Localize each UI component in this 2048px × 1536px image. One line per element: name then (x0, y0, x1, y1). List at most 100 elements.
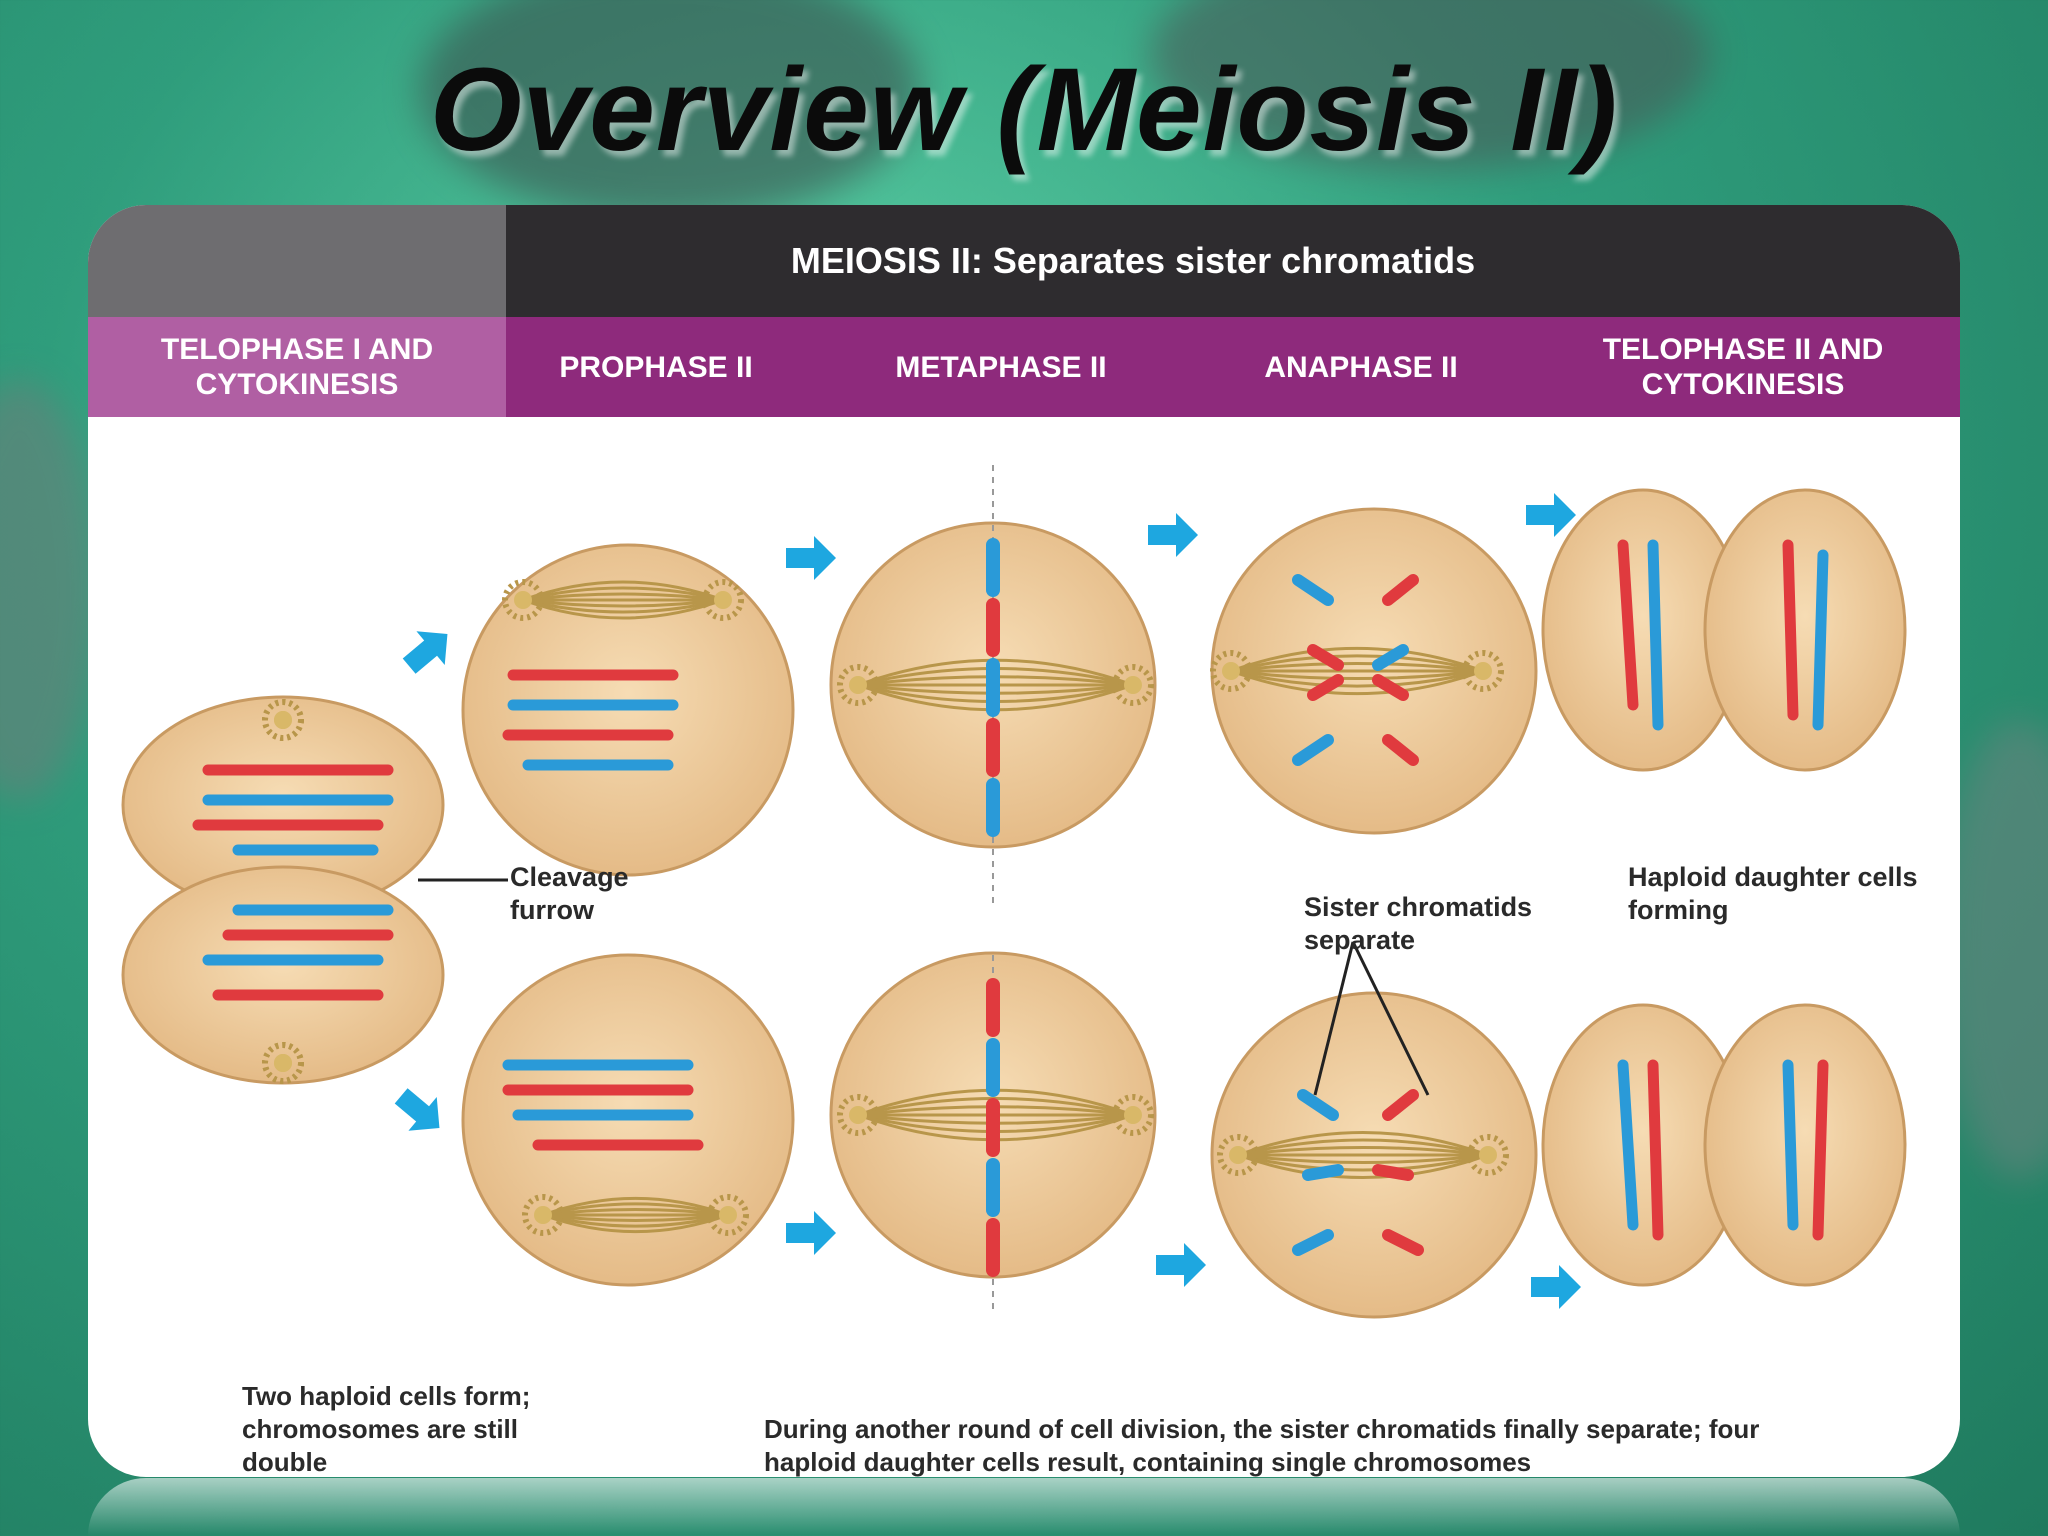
chromosome (1647, 1059, 1664, 1241)
chromosome (1647, 539, 1664, 731)
chromosome (1382, 1229, 1424, 1256)
centrosome (262, 1042, 304, 1084)
centrosome (262, 699, 304, 741)
spindle-fiber (542, 1202, 729, 1217)
arrow-icon (1148, 513, 1198, 557)
background-blob (420, 0, 920, 220)
haploid-forming-label: Haploid daughter cells forming (1628, 862, 1918, 925)
spindle-fiber (542, 1213, 729, 1228)
chromosome (1292, 1229, 1334, 1256)
chromosome (1382, 1089, 1419, 1121)
spindle-fiber (542, 1196, 729, 1217)
cell-body (1703, 1003, 1907, 1287)
spindle-fiber (542, 1213, 729, 1223)
centriole (849, 1106, 867, 1124)
spindle-fiber (1237, 1131, 1489, 1157)
spindle-fiber (522, 580, 724, 602)
centriole (274, 1054, 292, 1072)
sister-chromatids-pointer-right (1351, 941, 1430, 1096)
centrosome (837, 664, 879, 706)
spindle-fiber (522, 592, 724, 602)
telophase2-top-right-cell (1703, 488, 1907, 772)
sister-chromatids-label: Sister chromatids separate (1304, 892, 1533, 955)
centrosome (1210, 650, 1252, 692)
chromosome (1307, 674, 1344, 701)
centrosome (522, 1194, 564, 1236)
chromosome (1297, 1089, 1339, 1121)
spindle-fiber (542, 1213, 729, 1234)
metaphase2-top-cell (829, 465, 1157, 905)
bottom-caption: During another round of cell division, t… (764, 1414, 1760, 1477)
card-reflection (88, 1478, 1960, 1536)
slide-title: Overview (Meiosis II) (429, 44, 1619, 176)
centriole (849, 676, 867, 694)
phase-anaphase-2: ANAPHASE II (1196, 317, 1526, 417)
prophase2-top-cell (461, 543, 795, 877)
chromosome (1292, 734, 1334, 766)
label-pointers (418, 878, 1430, 1096)
phase-prophase-2: PROPHASE II (506, 317, 806, 417)
arrow-icon (394, 1088, 440, 1131)
centrosome (1462, 650, 1504, 692)
spindle-fiber (1230, 669, 1484, 681)
spindle-fiber (1230, 669, 1484, 696)
centriole (1124, 676, 1142, 694)
background-blob (0, 380, 100, 800)
spindle-fiber (1237, 1138, 1489, 1157)
centrosome (837, 1094, 879, 1136)
meiosis-header: MEIOSIS II: Separates sister chromatids (506, 205, 1960, 317)
centrosome (502, 579, 544, 621)
centrosome (1112, 664, 1154, 706)
anaphase2-top-cell (1210, 507, 1538, 835)
chromosome (1812, 1059, 1829, 1241)
arrow-icon (786, 1211, 836, 1255)
arrow-icon (1526, 493, 1576, 537)
chromosome (1617, 1059, 1639, 1231)
spindle-fiber (1230, 661, 1484, 673)
spindle-fiber (522, 586, 724, 602)
chromosome (1382, 574, 1419, 606)
chromosome (1302, 1164, 1344, 1181)
header-left-block (88, 205, 506, 317)
spindle-fiber (1237, 1153, 1489, 1164)
cell-body (1703, 488, 1907, 772)
cleavage-furrow-label: Cleavage furrow (510, 862, 629, 925)
spindle-fiber (522, 598, 724, 608)
chromosome (1617, 539, 1639, 711)
chromosome (1812, 549, 1829, 731)
centrosome (1217, 1134, 1259, 1176)
telophase2-top-left-cell (1541, 488, 1745, 772)
meiosis-figure: MEIOSIS II: Separates sister chromatids … (88, 205, 1960, 1477)
centriole (714, 591, 732, 609)
spindle-fiber (1237, 1146, 1489, 1157)
centriole (274, 711, 292, 729)
centriole (1222, 662, 1240, 680)
chromosome (1382, 734, 1419, 766)
centriole (514, 591, 532, 609)
spindle-fiber (522, 598, 724, 614)
centriole (1229, 1146, 1247, 1164)
centrosome (702, 579, 744, 621)
chromosome (1372, 674, 1409, 701)
metaphase2-bottom-cell (829, 951, 1157, 1315)
centrosome (1467, 1134, 1509, 1176)
arrow-icon (1156, 1243, 1206, 1287)
cell-body (121, 865, 445, 1085)
arrows-layer (394, 493, 1581, 1309)
centrosome (1112, 1094, 1154, 1136)
spindle-fiber (1230, 646, 1484, 673)
cell-division-diagram (121, 465, 1907, 1319)
arrow-icon (402, 631, 448, 674)
left-caption: Two haploid cells form; chromosomes are … (242, 1381, 531, 1477)
phase-telophase-1: TELOPHASE I AND CYTOKINESIS (88, 317, 506, 417)
cells-layer (121, 465, 1907, 1319)
chromosome (1372, 644, 1409, 671)
centriole (1124, 1106, 1142, 1124)
telophase1-top-cell (121, 695, 445, 915)
chromosome (1782, 539, 1799, 721)
chromosome (1372, 1164, 1414, 1181)
phase-metaphase-2: METAPHASE II (806, 317, 1196, 417)
spindle-fiber (1230, 654, 1484, 673)
centriole (1479, 1146, 1497, 1164)
centriole (534, 1206, 552, 1224)
